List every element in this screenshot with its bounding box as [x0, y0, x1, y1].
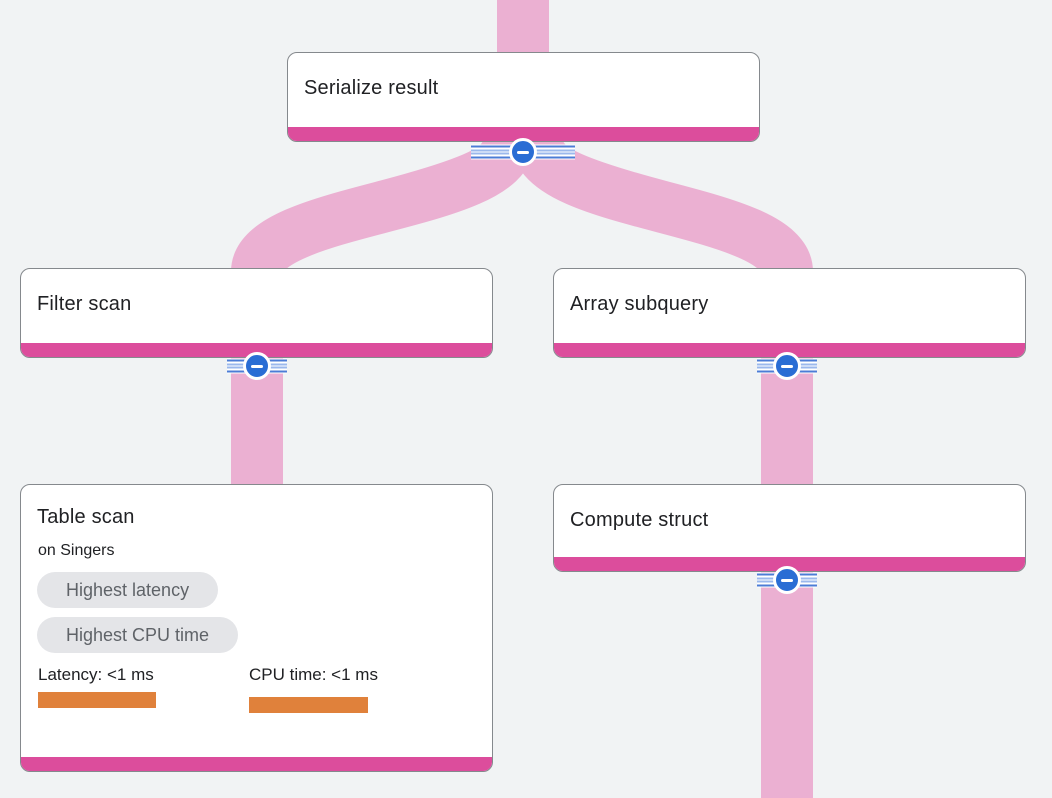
collapse-button-filter-scan[interactable] — [227, 351, 287, 381]
node-title: Filter scan — [37, 293, 132, 315]
flow-edge-serialize-result-to-filter-scan — [231, 135, 535, 277]
collapse-minus-icon — [773, 352, 801, 380]
collapse-minus-icon — [773, 566, 801, 594]
collapse-button-serialize-result[interactable] — [471, 137, 575, 167]
flow-edge-serialize-result-to-array-subquery — [511, 135, 813, 277]
node-subtitle: on Singers — [38, 542, 115, 559]
collapse-button-array-subquery[interactable] — [757, 351, 817, 381]
stat-cpu-time-bar — [249, 697, 368, 713]
node-title: Serialize result — [304, 77, 439, 99]
collapse-button-compute-struct[interactable] — [757, 565, 817, 595]
collapse-minus-icon — [243, 352, 271, 380]
stat-cpu-time: CPU time: <1 ms — [249, 665, 460, 713]
node-accent-bar — [554, 557, 1025, 571]
node-compute-struct[interactable]: Compute struct — [553, 484, 1026, 572]
stats-row: Latency: <1 ms CPU time: <1 ms — [21, 662, 492, 713]
stat-latency-label: Latency: <1 ms — [38, 665, 154, 684]
stat-latency-bar — [38, 692, 156, 708]
node-accent-bar — [21, 757, 492, 771]
collapse-minus-icon — [509, 138, 537, 166]
badge-highest-latency: Highest latency — [37, 572, 219, 608]
badge-highest-cpu-time: Highest CPU time — [37, 617, 239, 653]
node-table-scan[interactable]: Table scan on Singers Highest latency Hi… — [20, 484, 493, 772]
badge-list: Highest latency Highest CPU time — [21, 560, 492, 653]
node-array-subquery[interactable]: Array subquery — [553, 268, 1026, 358]
node-title: Table scan — [37, 506, 135, 528]
node-title: Compute struct — [570, 509, 709, 531]
node-accent-bar — [21, 343, 492, 357]
node-filter-scan[interactable]: Filter scan — [20, 268, 493, 358]
stat-latency: Latency: <1 ms — [38, 665, 249, 713]
stat-cpu-time-label: CPU time: <1 ms — [249, 665, 378, 684]
node-accent-bar — [288, 127, 759, 141]
node-serialize-result[interactable]: Serialize result — [287, 52, 760, 142]
node-accent-bar — [554, 343, 1025, 357]
node-title: Array subquery — [570, 293, 709, 315]
